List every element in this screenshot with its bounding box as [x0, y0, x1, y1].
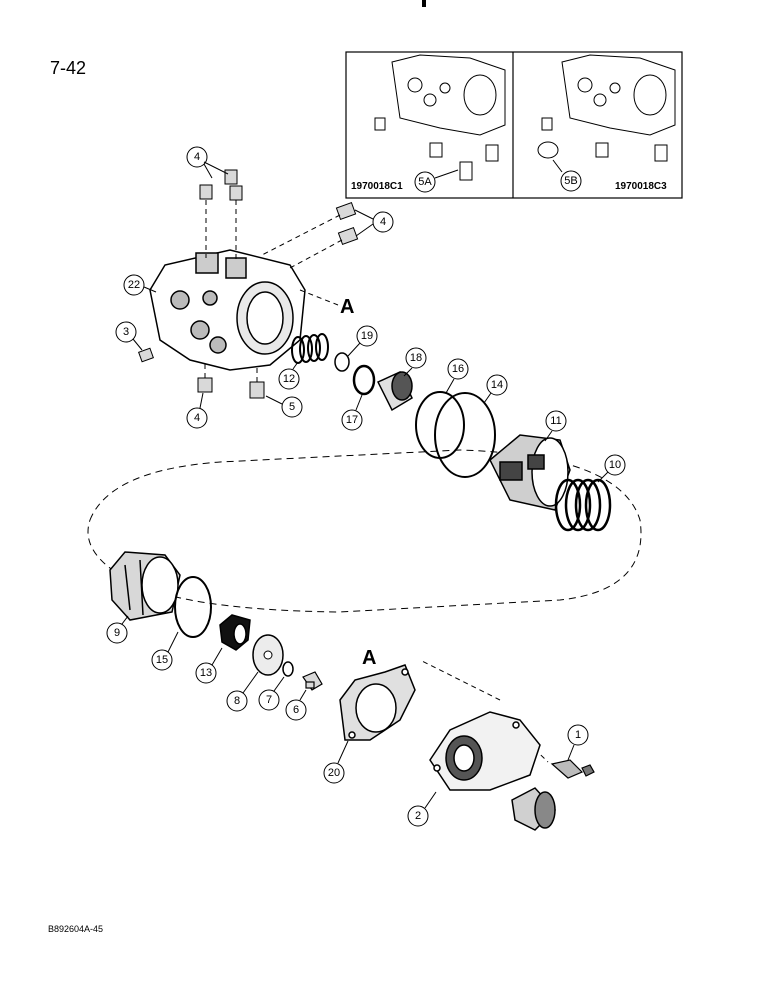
callout-16: 16	[445, 358, 469, 394]
svg-text:1: 1	[575, 729, 581, 741]
page-number: 7-42	[50, 58, 87, 78]
callout-3: 3	[115, 321, 143, 351]
callout-12: 12	[278, 361, 300, 390]
o-ring-14	[434, 392, 496, 478]
svg-text:10: 10	[609, 459, 621, 471]
callout-20: 20	[323, 740, 349, 784]
callout-22: 22	[123, 274, 157, 296]
top-mark	[422, 0, 426, 7]
sleeve-18	[376, 371, 413, 412]
callout-7: 7	[258, 676, 285, 711]
reference-letter-a-upper: A	[340, 296, 354, 318]
callout-15: 15	[151, 631, 179, 671]
spring-12	[291, 333, 329, 364]
svg-text:12: 12	[283, 373, 295, 385]
bolt-1	[550, 759, 595, 779]
figure-code: B892604A-45	[48, 924, 104, 934]
bearing-13	[219, 614, 251, 651]
svg-text:7: 7	[266, 694, 272, 706]
o-ring-16	[415, 391, 465, 459]
svg-text:6: 6	[293, 704, 299, 716]
callout-13: 13	[195, 647, 223, 684]
svg-text:11: 11	[550, 415, 561, 427]
callout-10: 10	[597, 454, 626, 483]
inset-panel: 1970018C1 1970018C3 5A 5B	[345, 51, 683, 199]
callout-18: 18	[403, 347, 427, 377]
bolt-6	[302, 671, 323, 691]
inset-left-housing	[374, 54, 506, 181]
callouts: 4 4 22 3 4 5 12 19 17 18 16 14 11	[106, 146, 626, 827]
svg-text:15: 15	[156, 654, 168, 666]
cage-9	[109, 551, 181, 621]
callout-4-right: 4	[354, 209, 394, 237]
washer-8-hole	[263, 650, 273, 660]
svg-text:16: 16	[452, 363, 464, 375]
o-ring-19	[334, 352, 350, 372]
callout-19: 19	[347, 325, 378, 357]
pump-housing	[149, 249, 306, 371]
o-ring-15	[174, 576, 212, 638]
svg-text:17: 17	[346, 414, 358, 426]
svg-text:5A: 5A	[418, 176, 432, 188]
washer-7	[282, 661, 294, 677]
plug-fittings	[138, 169, 359, 399]
inset-right-housing	[537, 54, 676, 162]
callout-1: 1	[567, 724, 589, 761]
svg-text:3: 3	[123, 326, 129, 338]
svg-text:5: 5	[289, 401, 295, 413]
assembly-dashed-outline	[87, 449, 642, 613]
svg-text:5B: 5B	[564, 175, 577, 187]
svg-text:18: 18	[410, 352, 422, 364]
svg-text:2: 2	[415, 810, 421, 822]
spring-10	[554, 478, 612, 532]
svg-text:4: 4	[194, 412, 200, 424]
gasket-20	[339, 664, 416, 741]
callout-6: 6	[285, 689, 307, 721]
callout-5: 5	[265, 395, 303, 418]
svg-text:8: 8	[234, 695, 240, 707]
svg-text:20: 20	[328, 767, 340, 779]
callout-4-bottom: 4	[186, 392, 208, 429]
inset-right-code: 1970018C3	[615, 181, 667, 192]
callout-5a: 5A	[414, 169, 459, 193]
svg-text:4: 4	[194, 151, 200, 163]
reference-letter-a-lower: A	[362, 647, 376, 669]
svg-text:19: 19	[361, 330, 373, 342]
callout-5b: 5B	[552, 159, 582, 192]
svg-text:22: 22	[128, 279, 140, 291]
svg-text:4: 4	[380, 216, 386, 228]
svg-text:14: 14	[491, 379, 503, 391]
callout-14: 14	[483, 374, 508, 404]
callout-17: 17	[341, 394, 363, 431]
svg-text:13: 13	[200, 667, 212, 679]
callout-4-top: 4	[186, 146, 229, 179]
svg-text:9: 9	[114, 627, 120, 639]
callout-9: 9	[106, 615, 129, 644]
callout-11: 11	[544, 410, 567, 442]
callout-8: 8	[226, 671, 259, 712]
ring-17	[352, 364, 376, 396]
cage-11	[489, 434, 571, 511]
bushing	[511, 787, 557, 831]
flange-2	[429, 711, 541, 791]
fitting-leader-lines	[204, 200, 549, 763]
inset-left-code: 1970018C1	[351, 181, 403, 192]
callout-2: 2	[407, 791, 437, 827]
